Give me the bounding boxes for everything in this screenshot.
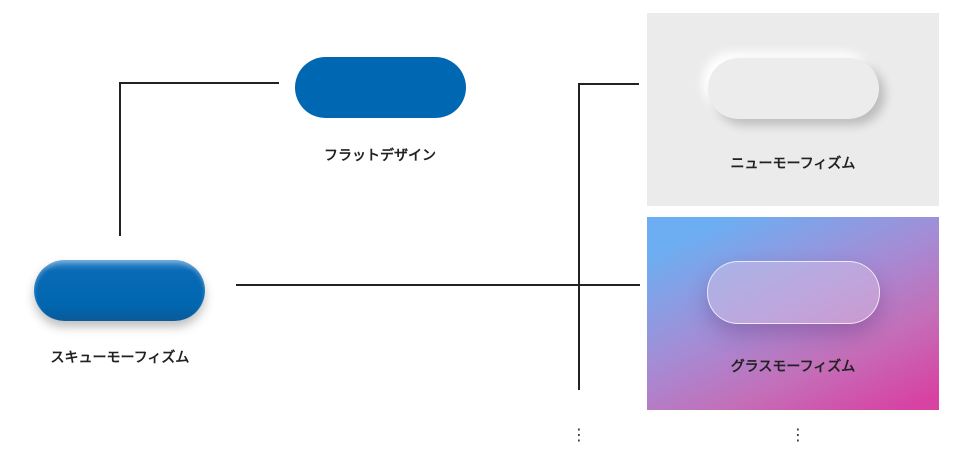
glassmorphism-label: グラスモーフィズム — [730, 359, 856, 375]
glassmorphism-button-sample — [707, 261, 880, 324]
neumorphism-panel: ニューモーフィズム — [647, 13, 939, 206]
flat-design-button-sample — [295, 57, 466, 118]
connector-skeu-to-glass — [236, 284, 640, 286]
flat-design-label: フラットデザイン — [324, 148, 436, 164]
skeuomorphism-label: スキューモーフィズム — [50, 350, 190, 366]
glassmorphism-panel: グラスモーフィズム — [647, 217, 939, 410]
continuation-ellipsis-right: ⋮ — [790, 425, 806, 444]
neumorphism-label: ニューモーフィズム — [730, 156, 856, 172]
connector-skeu-to-flat-vertical — [119, 82, 121, 236]
connector-skeu-to-flat-horizontal — [119, 82, 279, 84]
connector-branch-to-neu — [578, 83, 639, 85]
continuation-ellipsis-left: ⋮ — [571, 425, 587, 444]
skeuomorphism-button-sample — [34, 260, 205, 321]
connector-branch-vertical — [578, 83, 580, 390]
neumorphism-button-sample — [708, 58, 879, 119]
